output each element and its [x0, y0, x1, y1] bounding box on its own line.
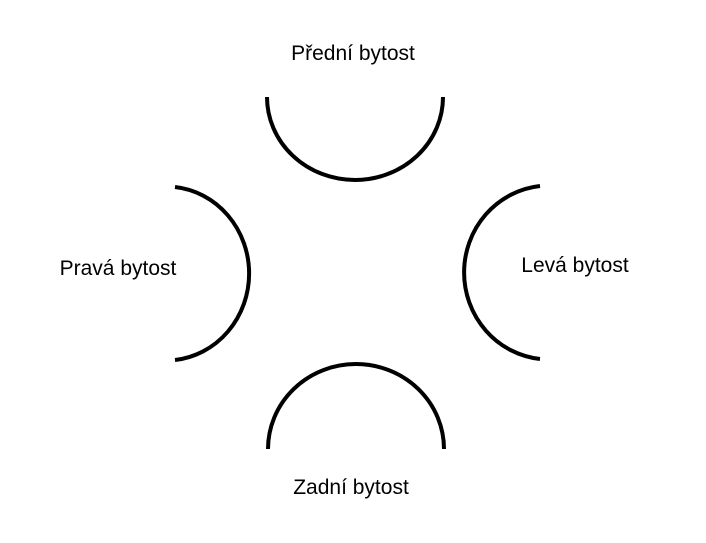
right-being-label: Pravá bytost — [59, 257, 177, 280]
right-being-arc — [174, 185, 252, 362]
front-being-label: Přední bytost — [291, 42, 415, 65]
back-arc — [266, 362, 446, 450]
left-being-label: Levá bytost — [521, 254, 629, 277]
back-being-label: Zadní bytost — [293, 476, 409, 499]
front-arc — [265, 96, 445, 182]
left-being-arc — [462, 184, 541, 361]
